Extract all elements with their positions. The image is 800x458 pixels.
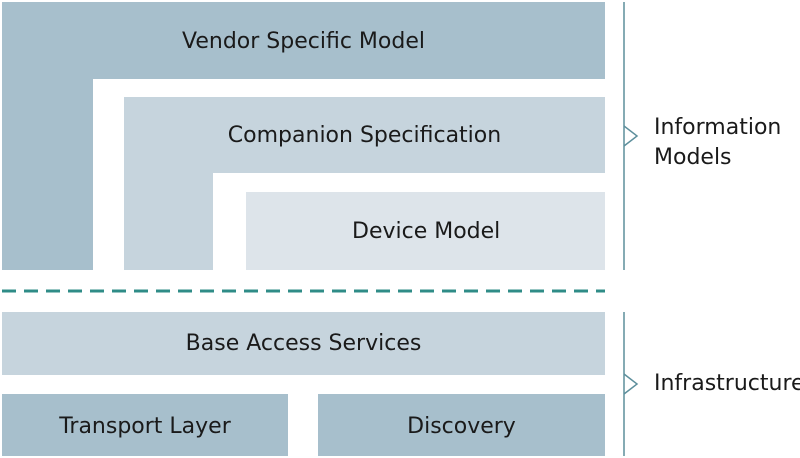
companion-specification-label: Companion Specification bbox=[227, 123, 502, 148]
information-models-line2: Models bbox=[654, 145, 732, 170]
information-models-label: Information Models bbox=[654, 113, 781, 173]
discovery-label: Discovery bbox=[407, 414, 516, 439]
device-model-block bbox=[246, 192, 605, 270]
transport-layer-block bbox=[2, 394, 288, 456]
vendor-specific-model-label: Vendor Specific Model bbox=[182, 29, 425, 54]
information-models-bracket-tick bbox=[623, 125, 639, 147]
vendor-specific-model-side bbox=[2, 2, 93, 270]
infrastructure-bracket-tick bbox=[623, 373, 639, 395]
information-models-line1: Information bbox=[654, 115, 782, 140]
vendor-specific-model-top bbox=[2, 2, 605, 79]
companion-specification-side bbox=[124, 97, 213, 270]
device-model-label: Device Model bbox=[352, 219, 501, 244]
base-access-services-label: Base Access Services bbox=[185, 331, 422, 356]
infrastructure-label: Infrastructure bbox=[654, 371, 800, 396]
base-access-services-block bbox=[2, 312, 605, 375]
discovery-block bbox=[318, 394, 605, 456]
transport-layer-label: Transport Layer bbox=[59, 414, 231, 439]
